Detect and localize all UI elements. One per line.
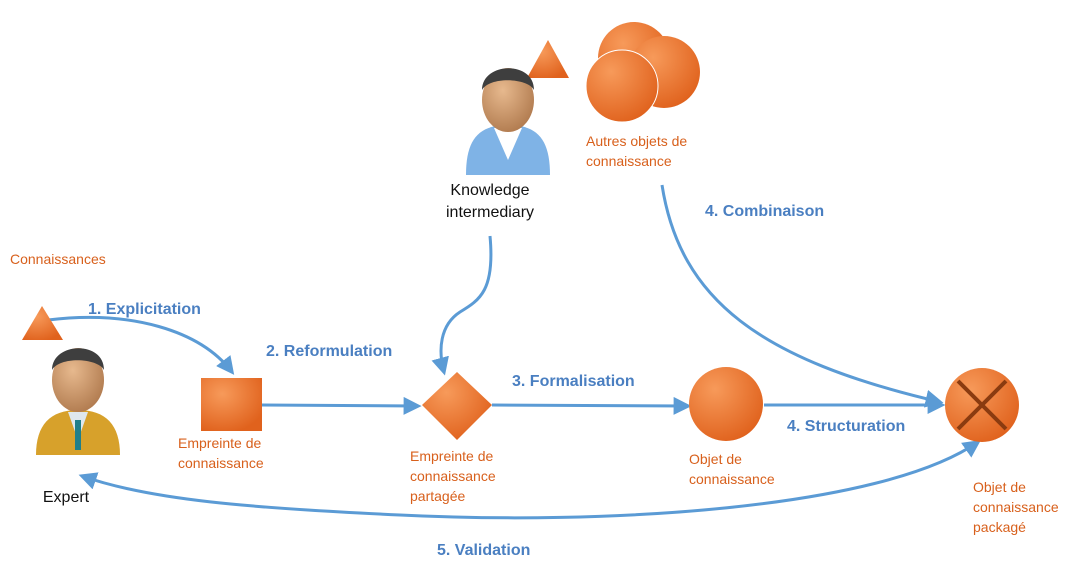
step-formalisation: 3. Formalisation — [512, 373, 635, 390]
triangle-autre — [527, 40, 569, 78]
label-empreinte-partagee: Empreinte de connaissance partagée — [410, 448, 496, 504]
arrow-reformulation — [261, 396, 422, 415]
label-expert: Expert — [42, 489, 90, 506]
label-empreinte: Empreinte de connaissance — [178, 435, 264, 471]
label-objet: Objet de connaissance — [689, 451, 775, 487]
arrow-combinaison — [660, 184, 944, 408]
step-explicitation: 1. Explicitation — [88, 301, 201, 318]
circle-autre-3 — [585, 49, 659, 123]
arrow-intermediary — [431, 235, 493, 376]
expert-person-icon — [36, 348, 120, 455]
cross-icon — [956, 379, 1008, 431]
arrow-formalisation — [491, 396, 692, 415]
triangle-connaissance — [22, 306, 63, 340]
label-connaissances: Connaissances — [10, 251, 106, 267]
diamond-empreinte-partagee — [422, 372, 492, 440]
label-objet-package: Objet de connaissance packagé — [973, 479, 1059, 535]
square-empreinte — [201, 378, 262, 431]
step-combinaison: 4. Combinaison — [705, 203, 825, 220]
step-validation: 5. Validation — [437, 542, 531, 559]
intermediary-person-icon — [466, 68, 550, 175]
circle-objet — [689, 367, 763, 441]
arrow-validation — [78, 439, 981, 520]
label-autres-objets: Autres objets de connaissance — [586, 133, 688, 169]
label-knowledge-intermediary: Knowledge intermediary — [445, 182, 535, 221]
step-structuration: 4. Structuration — [787, 418, 906, 435]
step-reformulation: 2. Reformulation — [266, 343, 393, 360]
arrow-explicitation — [47, 316, 235, 375]
